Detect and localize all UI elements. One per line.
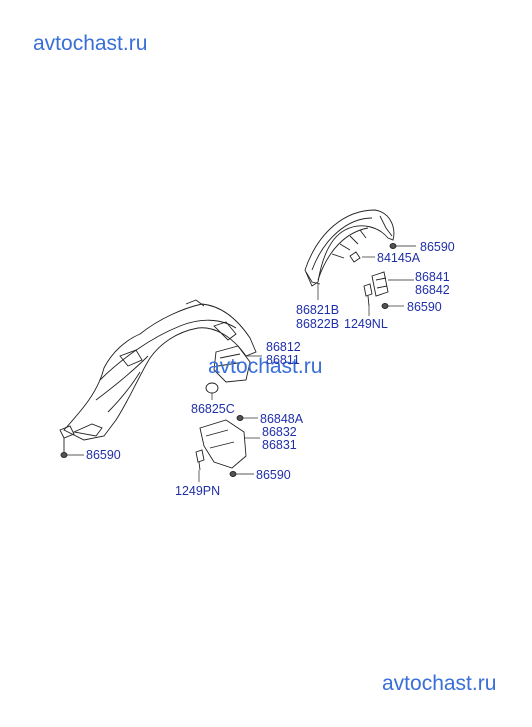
part-label: 1249NL (344, 317, 388, 331)
part-label: 86590 (256, 468, 291, 482)
part-label: 86821B (296, 303, 340, 317)
part-label: 86590 (420, 240, 455, 254)
part-label: 86590 (407, 300, 442, 314)
part-label: 86811 (266, 353, 300, 367)
part-label: 86812 (266, 340, 301, 354)
part-label: 86822B (296, 317, 340, 331)
part-label: 86831 (262, 438, 297, 452)
leader-lines (67, 245, 416, 482)
part-label: 86832 (262, 425, 297, 439)
part-label: 86590 (86, 448, 121, 462)
rear-wheel-liner (304, 209, 395, 287)
watermark-bottom: avtochast.ru (382, 672, 497, 695)
part-label: 86825C (191, 402, 235, 416)
part-label: 86842 (415, 283, 450, 297)
front-wheel-liner (59, 299, 257, 458)
part-label: 84145A (377, 251, 421, 265)
watermark-top: avtochast.ru (33, 32, 148, 55)
part-label: 86841 (415, 270, 450, 284)
watermark-middle: avtochast.ru (208, 355, 323, 378)
part-label: 86848A (260, 412, 304, 426)
part-label: 1249PN (175, 484, 221, 498)
